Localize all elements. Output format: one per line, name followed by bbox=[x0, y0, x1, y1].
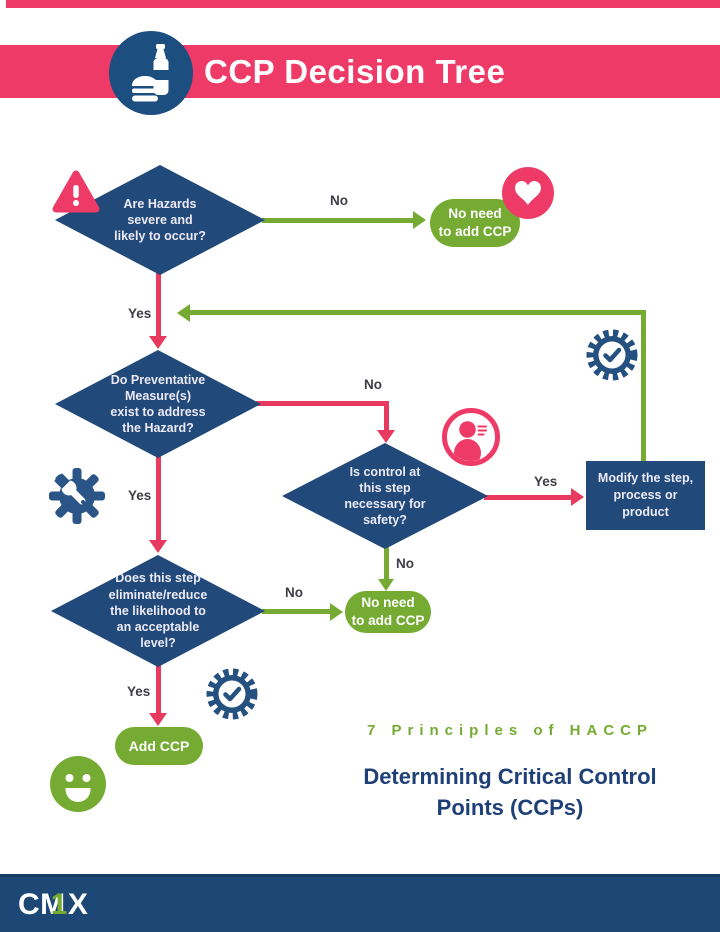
brand-letter-c: C bbox=[18, 888, 41, 921]
label-control-no: No bbox=[396, 556, 414, 571]
decision-control-text: Is control at this step necessary for sa… bbox=[344, 464, 426, 528]
connector-control-no bbox=[384, 545, 389, 581]
label-hazards-no: No bbox=[330, 193, 348, 208]
cmx-logo: CM1X bbox=[18, 877, 88, 932]
badge-check-icon bbox=[206, 668, 258, 720]
decision-eliminate-reduce: Does this step eliminate/reduce the like… bbox=[51, 555, 265, 667]
heart-icon bbox=[502, 167, 554, 219]
arrowhead-preventative-yes bbox=[149, 540, 167, 553]
connector-modify-return-v bbox=[641, 310, 646, 461]
arrowhead-control-no bbox=[378, 579, 394, 591]
arrowhead-eliminate-no bbox=[330, 603, 343, 621]
person-icon bbox=[442, 408, 500, 466]
connector-control-yes bbox=[484, 495, 571, 500]
gear-wrench-icon bbox=[49, 468, 105, 524]
connector-preventative-no-h bbox=[256, 401, 387, 406]
caption-kicker: 7 Principles of HACCP bbox=[366, 722, 654, 739]
top-accent-strip bbox=[6, 0, 720, 8]
arrowhead-control-yes bbox=[571, 488, 584, 506]
badge-check-icon bbox=[586, 329, 638, 381]
brand-accent-one: 1 bbox=[50, 888, 68, 921]
label-control-yes: Yes bbox=[534, 474, 558, 489]
label-preventative-yes: Yes bbox=[128, 488, 152, 503]
connector-preventative-yes bbox=[156, 455, 161, 541]
decision-eliminate-text: Does this step eliminate/reduce the like… bbox=[108, 571, 208, 651]
action-modify-step-text: Modify the step, process or product bbox=[597, 471, 694, 519]
result-no-need-ccp-1: No need to add CCP bbox=[430, 199, 520, 247]
caption-heading-line2: Points (CCPs) bbox=[436, 795, 584, 820]
label-hazards-yes: Yes bbox=[128, 306, 152, 321]
brand-letter-x: X bbox=[67, 888, 89, 921]
footer-bar: CM1X bbox=[0, 874, 720, 932]
label-eliminate-yes: Yes bbox=[127, 684, 151, 699]
arrowhead-hazards-no bbox=[413, 211, 426, 229]
connector-hazards-yes bbox=[156, 272, 161, 337]
header-logo-circle bbox=[109, 31, 193, 115]
brand-letter-m: M bbox=[40, 888, 66, 921]
label-preventative-no: No bbox=[364, 377, 382, 392]
action-modify-step: Modify the step, process or product bbox=[586, 461, 705, 530]
connector-preventative-no-v bbox=[384, 401, 389, 432]
decision-preventative-measures: Do Preventative Measure(s) exist to addr… bbox=[55, 350, 261, 458]
arrowhead-modify-return bbox=[177, 304, 190, 322]
food-icon bbox=[132, 44, 169, 102]
action-add-ccp-text: Add CCP bbox=[128, 737, 190, 754]
arrowhead-eliminate-yes bbox=[149, 713, 167, 726]
caption-heading: Determining Critical Control Points (CCP… bbox=[325, 761, 695, 823]
result-no-need-ccp-2: No need to add CCP bbox=[345, 591, 431, 633]
decision-preventative-text: Do Preventative Measure(s) exist to addr… bbox=[110, 372, 206, 436]
result-no-need-ccp-2-text: No need to add CCP bbox=[351, 594, 425, 628]
label-eliminate-no: No bbox=[285, 585, 303, 600]
connector-eliminate-yes bbox=[156, 662, 161, 714]
arrowhead-hazards-yes bbox=[149, 336, 167, 349]
action-add-ccp: Add CCP bbox=[115, 727, 203, 765]
connector-eliminate-no bbox=[262, 609, 331, 614]
result-no-need-ccp-1-text: No need to add CCP bbox=[438, 205, 512, 239]
connector-modify-return-h bbox=[190, 310, 646, 315]
warning-icon bbox=[52, 170, 100, 213]
connector-hazards-no bbox=[262, 218, 414, 223]
caption-heading-line1: Determining Critical Control bbox=[363, 764, 657, 789]
decision-hazards-text: Are Hazards severe and likely to occur? bbox=[114, 196, 206, 244]
page-title: CCP Decision Tree bbox=[204, 53, 506, 90]
smiley-icon bbox=[50, 756, 106, 812]
arrowhead-preventative-no bbox=[377, 430, 395, 443]
